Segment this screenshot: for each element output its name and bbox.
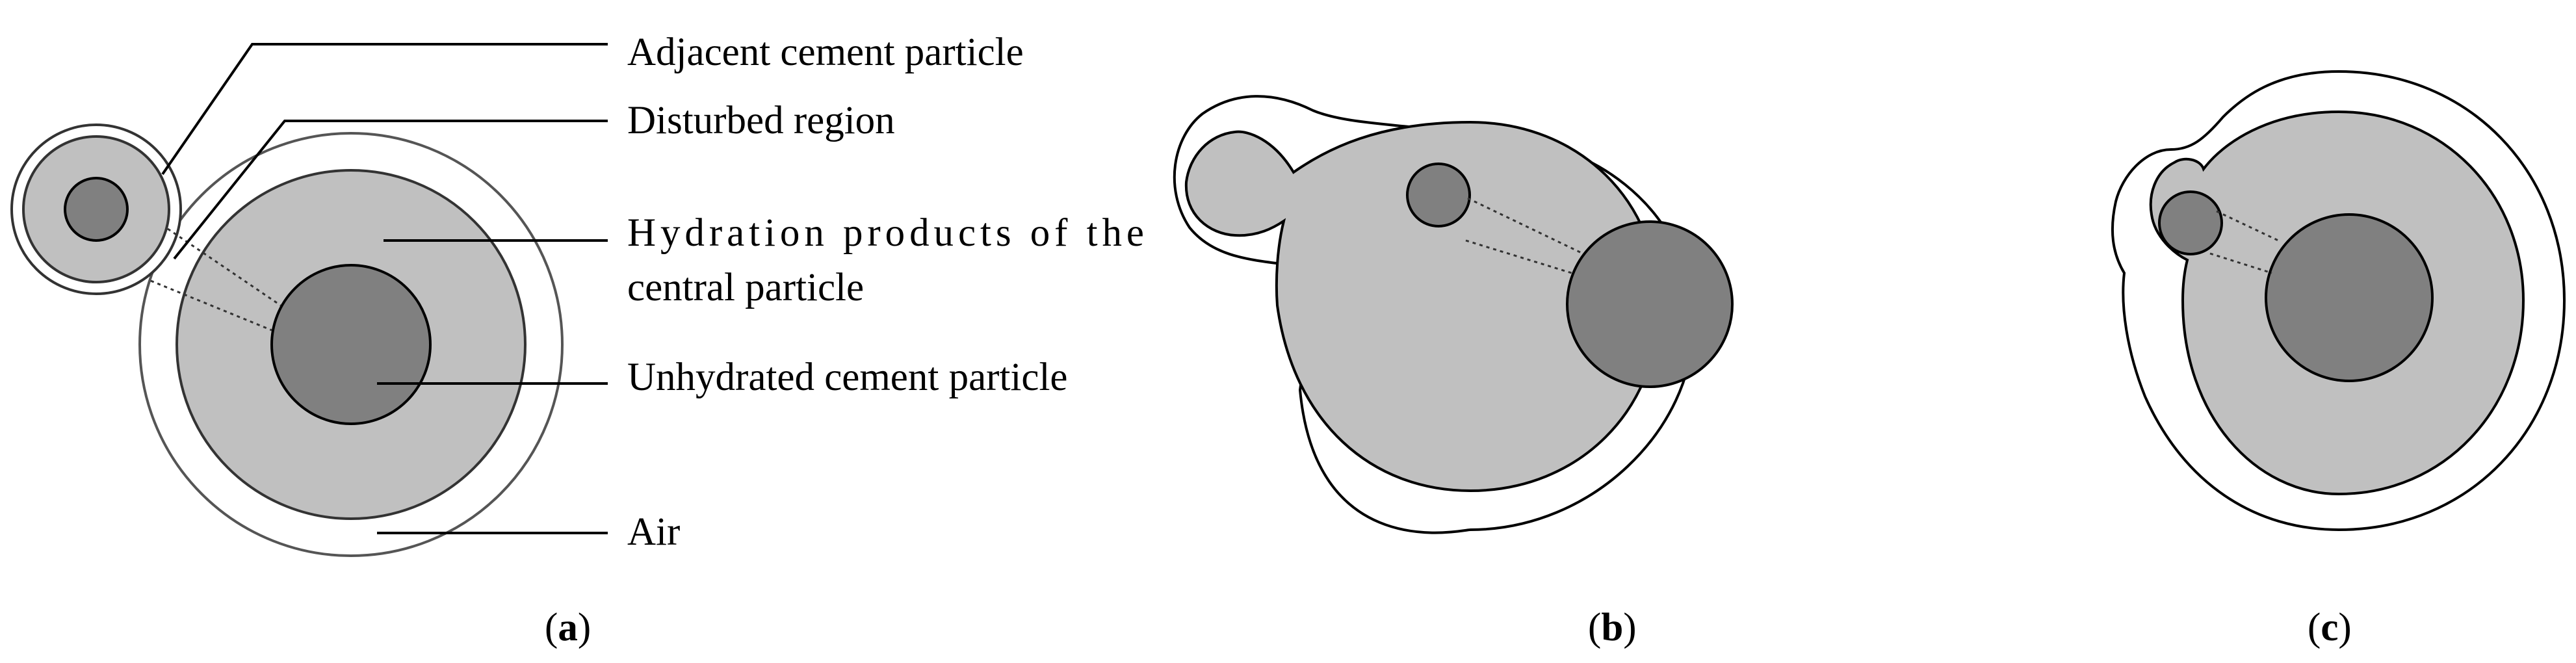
panel-b-unhydrated-core — [1566, 220, 1734, 388]
caption-c: (c) — [2308, 606, 2352, 649]
panel-c-adjacent-core — [2158, 190, 2223, 255]
panel-a-unhydrated-core — [270, 264, 432, 425]
panel-c: (c) — [2111, 70, 2566, 649]
caption-b: (b) — [1588, 606, 1637, 649]
label-hydration-products-line2: central particle — [627, 266, 864, 309]
leader-adjacent — [161, 43, 608, 176]
panel-b: (b) — [1173, 95, 1734, 649]
panel-c-unhydrated-core — [2265, 213, 2434, 382]
caption-a: (a) — [545, 606, 591, 649]
leader-disturbed — [173, 120, 608, 260]
label-adjacent-cement-particle: Adjacent cement particle — [627, 31, 1024, 74]
label-hydration-products-line1: Hydration products of the — [627, 211, 1144, 255]
label-unhydrated-cement-particle: Unhydrated cement particle — [627, 356, 1067, 399]
label-air: Air — [627, 510, 680, 554]
label-disturbed-region: Disturbed region — [627, 99, 895, 142]
panel-a-adjacent-core — [64, 177, 129, 242]
panel-b-adjacent-core — [1406, 162, 1471, 228]
panel-a: Adjacent cement particle Disturbed regio… — [10, 31, 1144, 649]
